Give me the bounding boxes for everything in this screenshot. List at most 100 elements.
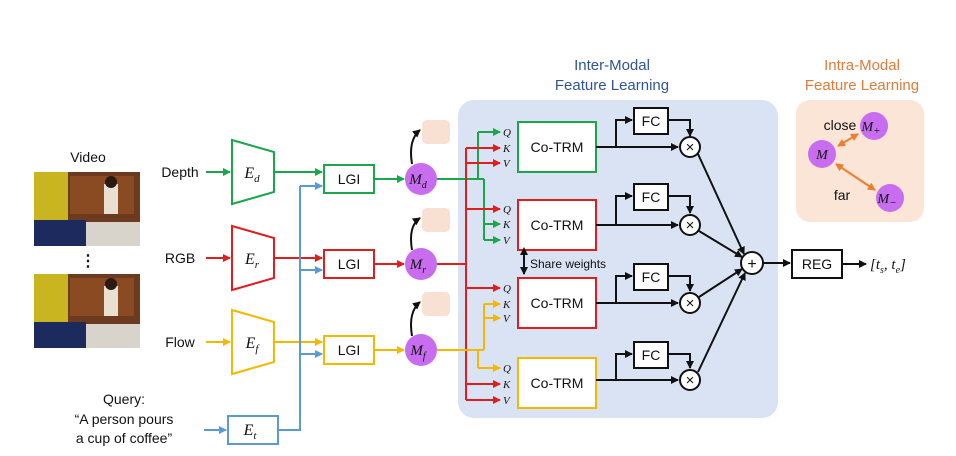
fc-box-3 xyxy=(633,263,669,291)
cotrm1-to-fc xyxy=(615,116,633,147)
cotrm-label-2: Co-TRM xyxy=(531,217,584,233)
intra-far-arrow xyxy=(835,163,876,191)
feature-node-depth xyxy=(405,163,437,195)
reg-label: REG xyxy=(802,256,832,272)
feature-node-flow xyxy=(405,334,437,366)
cotrm3-to-fc xyxy=(615,272,633,303)
qkv-v1: V xyxy=(503,158,511,170)
depth-encoder xyxy=(231,138,275,206)
lgi-flow-box xyxy=(323,335,375,365)
inter-modal-panel xyxy=(458,100,778,418)
feature-to-placeholder-depth-arrow xyxy=(410,129,421,165)
video-label: Video xyxy=(70,149,106,165)
rgb-encoder xyxy=(231,224,275,292)
inter-modal-title-line1: Inter-Modal xyxy=(574,57,650,74)
qkv-k2: K xyxy=(502,219,511,231)
cotrm-box-4 xyxy=(517,357,597,409)
qkv-v4: V xyxy=(503,395,511,407)
cotrm-box-1 xyxy=(517,121,597,173)
share-weights-label: Share weights xyxy=(530,257,606,271)
qkv-q2: Q xyxy=(503,204,511,216)
intra-negative-label: M− xyxy=(876,192,896,209)
cotrm-label-1: Co-TRM xyxy=(531,139,584,155)
feature-to-placeholder-rgb-arrow xyxy=(410,217,421,251)
cotrm4-to-fc xyxy=(615,350,633,380)
placeholder-depth xyxy=(422,120,450,144)
intra-anchor-label: M xyxy=(815,148,829,163)
lgi-rgb-label: LGI xyxy=(338,256,361,272)
query-text-line2: a cup of coffee” xyxy=(76,430,173,446)
qkv-v2: V xyxy=(503,235,511,247)
multiply-node-4 xyxy=(679,369,701,391)
intra-modal-title-line1: Intra-Modal xyxy=(824,57,900,74)
depth-label: Depth xyxy=(161,164,198,180)
intra-positive-label: M+ xyxy=(860,120,880,137)
cotrm-label-4: Co-TRM xyxy=(531,375,584,391)
fc-label-4: FC xyxy=(642,347,661,363)
cotrm2-to-fc xyxy=(615,192,633,225)
qkv-k4: K xyxy=(502,379,511,391)
rgb-label: RGB xyxy=(165,250,195,266)
qkv-q3: Q xyxy=(503,283,511,295)
qkv-k1: K xyxy=(502,143,511,155)
multiply4-to-sum xyxy=(697,272,746,373)
qkv-k3: K xyxy=(502,299,511,311)
placeholder-rgb xyxy=(422,208,450,232)
query-text-line1: “A person pours xyxy=(75,411,174,427)
fc1-to-multiply xyxy=(668,119,694,137)
intra-close-arrow xyxy=(837,133,859,147)
flow-encoder-label: Ef xyxy=(245,335,261,355)
intra-positive-node xyxy=(860,112,888,140)
multiply-symbol-2: × xyxy=(686,217,695,234)
fc4-to-multiply xyxy=(668,353,694,369)
intra-anchor-node xyxy=(808,140,836,168)
video-frame-bottom xyxy=(34,274,140,348)
flow-encoder xyxy=(231,308,275,376)
multiply2-to-sum xyxy=(698,230,743,258)
feature-node-rgb xyxy=(405,248,437,280)
fc-box-2 xyxy=(633,183,669,211)
multiply-node-1 xyxy=(679,136,701,158)
fc2-to-multiply xyxy=(668,195,694,214)
text-encoder xyxy=(227,415,279,445)
lgi-depth-label: LGI xyxy=(338,171,361,187)
qkv-q1: Q xyxy=(503,127,511,139)
multiply-node-3 xyxy=(679,292,701,314)
multiply-symbol-1: × xyxy=(686,139,695,156)
multiply1-to-sum xyxy=(697,153,745,255)
feature-to-placeholder-flow-arrow xyxy=(410,301,421,337)
fc3-to-multiply xyxy=(668,275,694,292)
feature-node-rgb-label: Mr xyxy=(409,257,427,276)
cotrm-label-3: Co-TRM xyxy=(531,295,584,311)
multiply-node-2 xyxy=(679,214,701,236)
sum-symbol: + xyxy=(747,256,756,273)
feature-node-depth-label: Md xyxy=(408,172,428,191)
cotrm-box-2 xyxy=(517,199,597,251)
qkv-q4: Q xyxy=(503,363,511,375)
rgb-encoder-label: Er xyxy=(244,251,260,271)
video-frame-top xyxy=(34,172,140,246)
output-label: [ts, te] xyxy=(870,257,906,276)
fc-box-4 xyxy=(633,341,669,369)
multiply-symbol-4: × xyxy=(686,372,695,389)
intra-modal-title-line2: Feature Learning xyxy=(805,77,919,94)
feature-node-flow-label: Mf xyxy=(409,343,427,362)
lgi-rgb-box xyxy=(323,249,375,279)
depth-encoder-label: Ed xyxy=(243,165,260,185)
cotrm-box-3 xyxy=(517,277,597,329)
text-trunk-line xyxy=(278,186,301,431)
lgi-flow-label: LGI xyxy=(338,342,361,358)
query-label: Query: xyxy=(103,391,145,407)
multiply3-to-sum xyxy=(698,268,743,298)
intra-negative-node xyxy=(876,184,904,212)
fc-label-2: FC xyxy=(642,189,661,205)
qkv-v3: V xyxy=(503,313,511,325)
video-ellipsis: ⋮ xyxy=(80,253,96,270)
text-encoder-label: Et xyxy=(243,422,258,442)
flow-label: Flow xyxy=(165,334,195,350)
placeholder-flow xyxy=(422,292,450,316)
multiply-symbol-3: × xyxy=(686,295,695,312)
intra-close-label: close xyxy=(824,117,857,133)
inter-modal-title-line2: Feature Learning xyxy=(555,77,669,94)
